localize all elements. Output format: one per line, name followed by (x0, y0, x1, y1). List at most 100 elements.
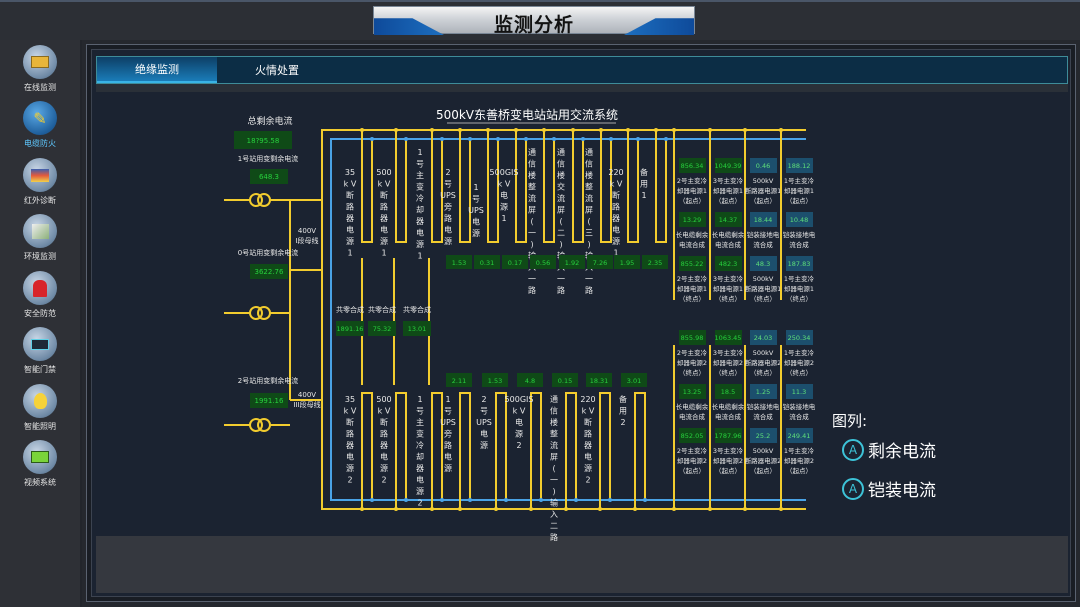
feeder-label: 入 (550, 510, 558, 519)
lower-cable-value-box (786, 384, 813, 399)
feeder-line (543, 130, 555, 243)
feeder-value: 0.17 (508, 259, 522, 267)
feeder-label: 源 (380, 464, 388, 473)
upper-cable-label: 1号主变冷 (784, 274, 815, 283)
feeder-label: 流 (585, 193, 593, 203)
feeder-label: 500GIS (490, 168, 519, 177)
bus-node (524, 137, 528, 141)
lower-cable-label: （起点） (750, 467, 776, 475)
sidebar-item-environment[interactable]: 环境监测 (0, 214, 80, 262)
total-residual-box (234, 131, 292, 149)
upper-cable-label: 铠装接地电 (747, 230, 780, 239)
lower-cable-label: 电流合成 (715, 412, 742, 421)
transformer-coil (249, 418, 263, 432)
lower-cable-label: 断路器电源2 (745, 358, 782, 367)
feeder-value-box (587, 255, 613, 269)
upper-cable-label: 流合成 (789, 240, 809, 249)
sidebar-item-cable-fire[interactable]: ✎ 电缆防火 (0, 101, 80, 149)
bus-node (708, 507, 712, 511)
feeder-value: 7.26 (593, 259, 607, 267)
feeder-label: 号 (416, 160, 424, 169)
feeder-label: 电 (472, 217, 480, 227)
bus3-label: 400V (298, 391, 316, 399)
bus-node (394, 507, 398, 511)
feeder-value: 1.95 (620, 259, 634, 267)
bus1-label: I段母线 (295, 236, 318, 245)
feeder-label: ( (587, 217, 590, 226)
lower-cable-value: 1787.96 (715, 432, 742, 440)
feeder-label: 1 (445, 395, 450, 404)
sidebar-item-infrared[interactable]: 红外诊断 (0, 158, 80, 206)
feeder-label: 1 (347, 249, 352, 258)
lower-cable-label: 2号主变冷 (677, 348, 708, 357)
sidebar-item-lighting[interactable]: 智能照明 (0, 384, 80, 432)
tab-bar: 绝缘监测 火情处置 (96, 56, 1068, 84)
bus-node (672, 128, 676, 132)
sidebar-item-video[interactable]: 视频系统 (0, 440, 80, 488)
sidebar-item-online-monitoring[interactable]: 在线监测 (0, 45, 80, 93)
transformer-coil (257, 418, 271, 432)
feeder-label: k V (378, 407, 391, 416)
feeder-label: 号 (472, 195, 480, 204)
feeder-label: 整 (550, 429, 558, 439)
lower-cable-label: 却器电源2 (677, 358, 707, 367)
feeder-label: 源 (346, 237, 354, 246)
feeder-label: 电 (416, 475, 424, 485)
sidebar-item-security[interactable]: 安全防范 (0, 271, 80, 319)
lower-cable-value-box (715, 384, 742, 399)
feeder-label: 路 (585, 285, 593, 295)
feeder-label: ( (530, 217, 533, 226)
upper-cable-value-box (750, 256, 777, 271)
feeder-label: 号 (444, 407, 452, 416)
feeder-label: 变 (416, 429, 424, 439)
feeder-value-box (482, 373, 508, 387)
sidebar-item-access-control[interactable]: 智能门禁 (0, 327, 80, 375)
feeder-label: 旁 (444, 202, 452, 212)
diagram-title: 500kV东善桥变电站站用交流系统 (436, 107, 618, 122)
feeder-label: 屏 (585, 206, 593, 215)
transformer-value: 1991.16 (255, 397, 284, 405)
bus-node (370, 498, 374, 502)
upper-cable-label: 断路器电源1 (745, 186, 782, 195)
zero-seq-value-box (368, 321, 396, 336)
tab-insulation-monitoring[interactable]: 绝缘监测 (97, 57, 217, 83)
feeder-value-box (586, 373, 612, 387)
upper-cable-label: 流合成 (753, 240, 773, 249)
lower-cable-label: 1号主变冷 (784, 348, 815, 357)
feeder-label: 楼 (550, 417, 558, 427)
feeder-line (431, 130, 443, 243)
feeder-label: 整 (528, 182, 536, 192)
tab-fire-handling[interactable]: 火情处置 (255, 64, 299, 77)
feeder-label: 断 (380, 417, 388, 427)
feeder-line (487, 130, 499, 243)
feeder-label: 路 (444, 440, 452, 450)
feeder-label: 路 (550, 532, 558, 542)
lower-cable-label: （终点） (715, 368, 741, 377)
feeder-label: 路 (528, 285, 536, 295)
feeder-line (530, 392, 542, 509)
upper-cable-label: 电流合成 (679, 240, 706, 249)
feeder-label: 电 (416, 228, 424, 238)
feeder-label: 源 (380, 237, 388, 246)
bus-node (599, 128, 603, 132)
feeder-label: UPS (440, 418, 456, 427)
bus-node (468, 498, 472, 502)
feeder-line (395, 392, 407, 509)
bus-node (571, 128, 575, 132)
feeder-label: 断 (346, 190, 354, 200)
bus-node (779, 128, 783, 132)
bus-node (496, 137, 500, 141)
upper-cable-value: 855.22 (681, 260, 704, 268)
feeder-label: 通 (528, 147, 536, 157)
feeder-line (515, 130, 527, 243)
feeder-label: 二 (550, 522, 558, 531)
feeder-label: 主 (416, 170, 424, 180)
bus-node (440, 137, 444, 141)
upper-cable-label: （起点） (715, 197, 741, 205)
feeder-line (495, 392, 507, 509)
upper-cable-label: （起点） (786, 197, 812, 205)
lower-cable-value-box (679, 330, 706, 345)
feeder-label: 源 (584, 464, 592, 473)
alarm-light-icon (23, 271, 57, 305)
feeder-label: 路 (346, 429, 354, 439)
